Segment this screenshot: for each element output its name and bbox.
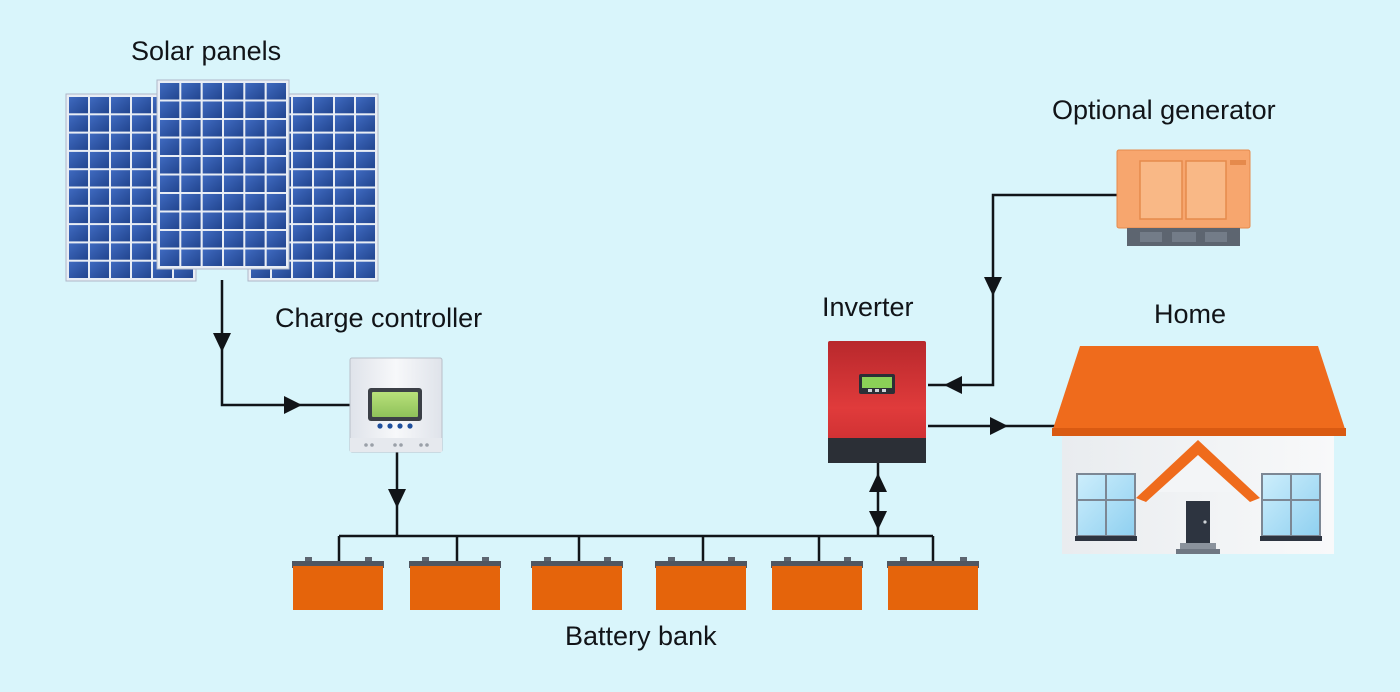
arrow-left-inverter	[944, 376, 962, 394]
battery-drop-lines	[337, 536, 935, 562]
battery-3	[531, 557, 623, 610]
solar-to-controller-line	[220, 280, 350, 407]
arrow-up-inverter	[869, 473, 887, 492]
home-roof	[1052, 346, 1346, 432]
arrow-down-generator	[984, 277, 1002, 296]
inverter-label: Inverter	[822, 292, 914, 322]
battery-4	[655, 557, 747, 610]
home-illustration	[1052, 346, 1346, 554]
arrow-heads	[213, 277, 1008, 530]
charge-controller-illustration	[349, 357, 443, 453]
battery-6	[887, 557, 979, 610]
battery-2	[409, 557, 501, 610]
optional-generator-label: Optional generator	[1052, 95, 1276, 125]
battery-1	[292, 557, 384, 610]
generator-illustration	[1116, 149, 1251, 246]
solar-panels-label: Solar panels	[131, 36, 282, 66]
battery-bank-label: Battery bank	[565, 621, 717, 651]
solar-panels-illustration	[65, 79, 379, 282]
inverter-illustration	[828, 341, 926, 463]
charge-controller-label: Charge controller	[275, 303, 483, 333]
home-gable-trim	[1136, 440, 1260, 502]
arrow-down-controller	[388, 489, 406, 508]
arrow-right-controller	[284, 396, 302, 414]
solar-panel-center	[156, 79, 290, 270]
arrow-down-solar	[213, 333, 231, 352]
arrow-right-home	[990, 417, 1008, 435]
home-label: Home	[1154, 299, 1227, 329]
battery-5	[771, 557, 863, 610]
battery-bank	[292, 557, 979, 610]
arrow-down-inverter	[869, 511, 887, 530]
